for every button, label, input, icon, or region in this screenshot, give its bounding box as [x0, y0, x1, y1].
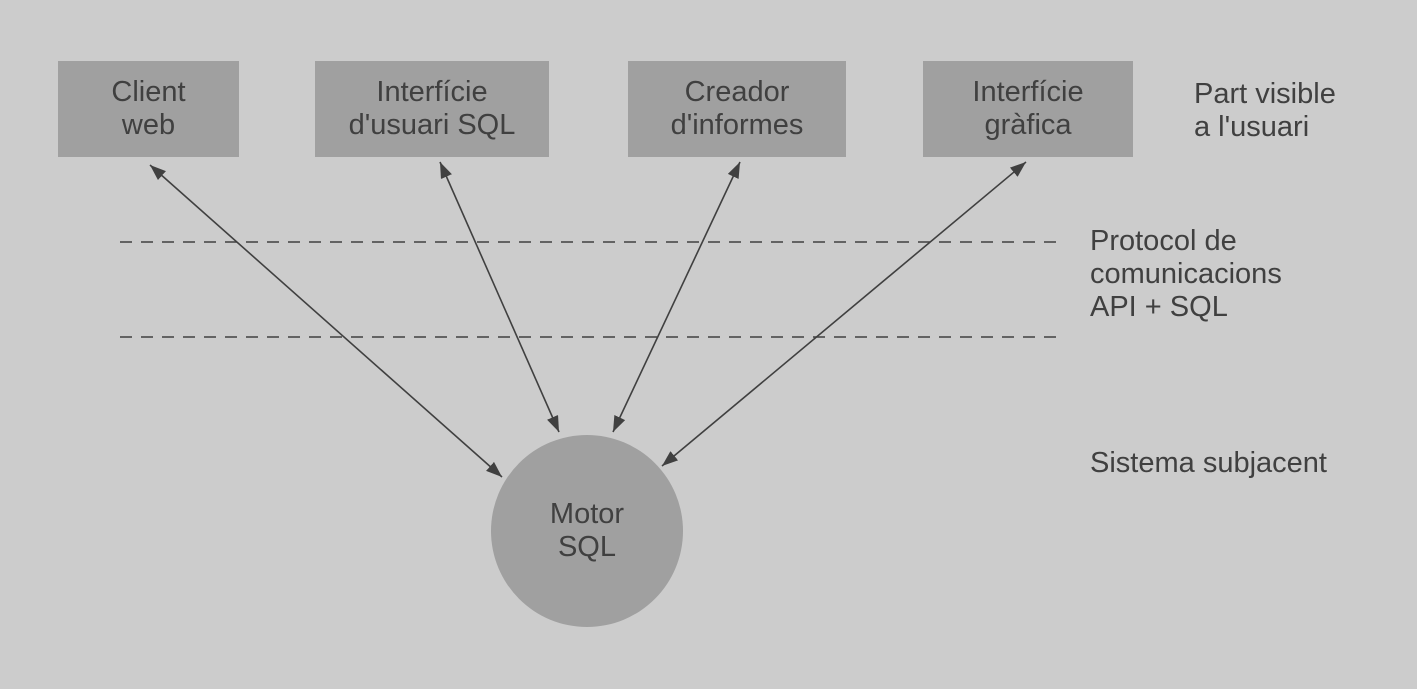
motor-sql-node [491, 435, 683, 627]
layer-label-underlying: Sistema subjacent [1090, 447, 1327, 479]
arrow-report-builder [612, 161, 741, 433]
motor-sql-label: Motor SQL [549, 498, 625, 563]
layer-label-visible: Part visible a l'usuari [1194, 78, 1336, 143]
arrow-client-web [149, 164, 503, 478]
arrow-sql-interface [439, 161, 560, 433]
graphical-interface-node: Interfície gràfica [923, 61, 1133, 157]
layer-label-protocol: Protocol de comunicacions API + SQL [1090, 225, 1282, 323]
sql-user-interface-node: Interfície d'usuari SQL [315, 61, 549, 157]
report-builder-node: Creador d'informes [628, 61, 846, 157]
client-web-node: Client web [58, 61, 239, 157]
arrow-graphical-interface [661, 161, 1027, 467]
